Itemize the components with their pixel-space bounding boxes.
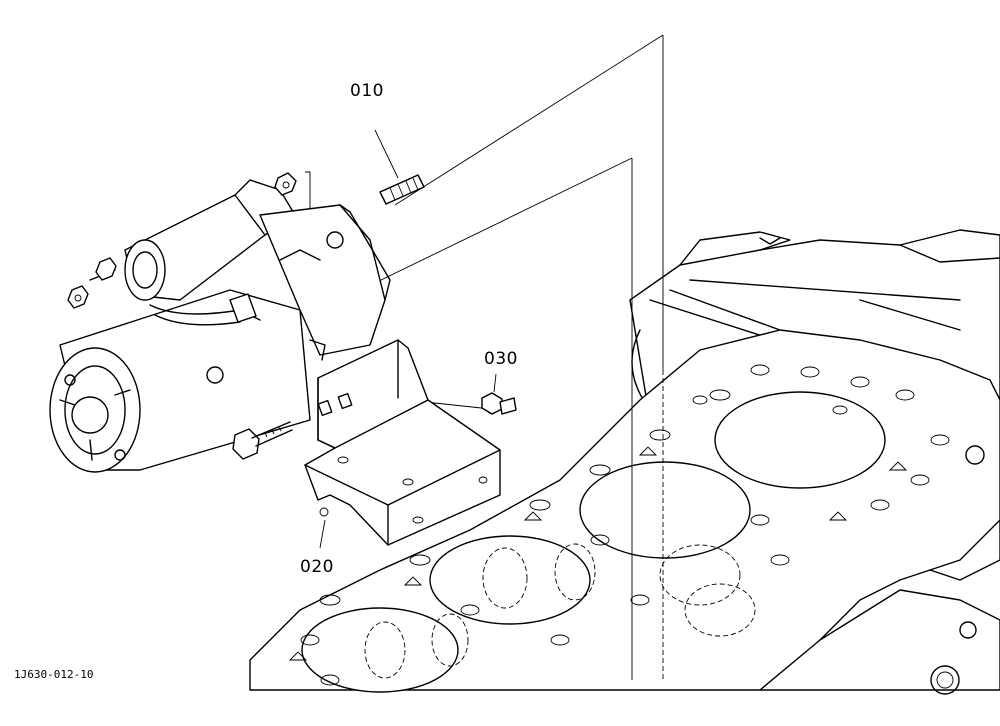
bolt-030-drawing — [481, 373, 517, 415]
callout-020: 020 — [300, 557, 334, 577]
projection-lines — [305, 34, 664, 680]
stud-010-drawing — [374, 129, 425, 205]
figure-code: 1J630-012-10 — [14, 668, 93, 681]
bracket-020-drawing — [304, 339, 501, 549]
gasket-holes — [288, 364, 950, 686]
callout-030: 030 — [484, 349, 518, 369]
callout-010: 010 — [350, 81, 384, 101]
starter-motor-drawing — [49, 172, 391, 473]
engine-block-drawing — [249, 229, 1000, 695]
